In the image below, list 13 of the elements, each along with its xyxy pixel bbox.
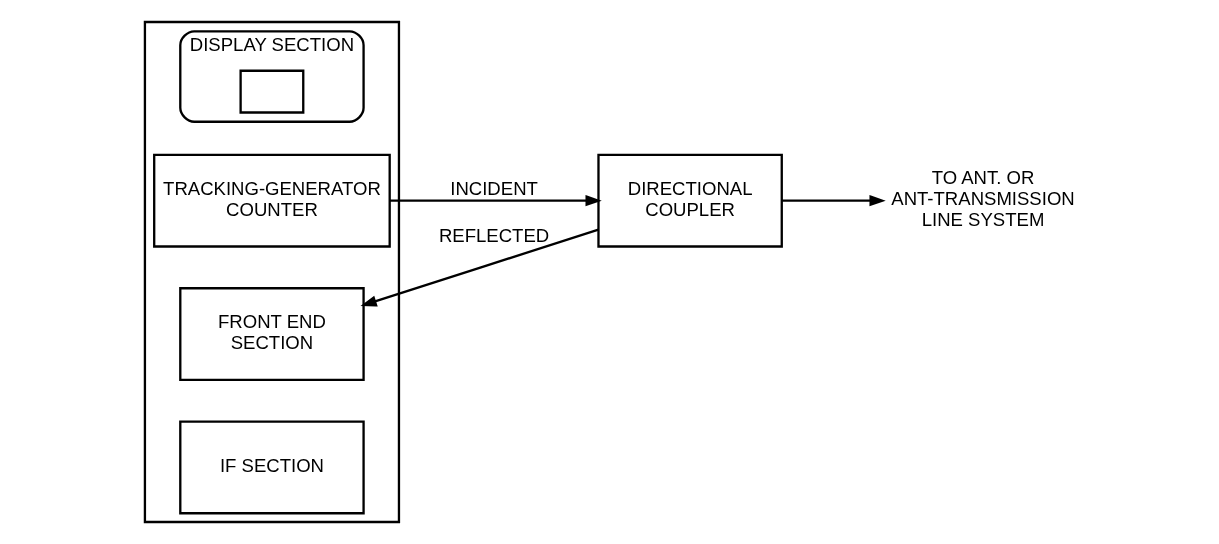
- node-box: TRACKING-GENERATOR COUNTER: [153, 153, 391, 248]
- edge-label: INCIDENT: [450, 177, 538, 199]
- edge-label: REFLECTED: [438, 225, 550, 247]
- arrow: [360, 228, 599, 307]
- cluster: [143, 20, 401, 524]
- arrow: [782, 194, 886, 207]
- node-box: IF SECTION: [179, 420, 365, 515]
- node-box: [239, 69, 305, 114]
- node-text: TO ANT. OR ANT-TRANSMISSION LINE SYSTEM: [891, 167, 1075, 230]
- node-box: FRONT END SECTION: [179, 287, 365, 382]
- arrow: [390, 194, 602, 207]
- node-box: DIRECTIONAL COUPLER: [597, 153, 783, 248]
- cluster: DISPLAY SECTION: [179, 30, 365, 123]
